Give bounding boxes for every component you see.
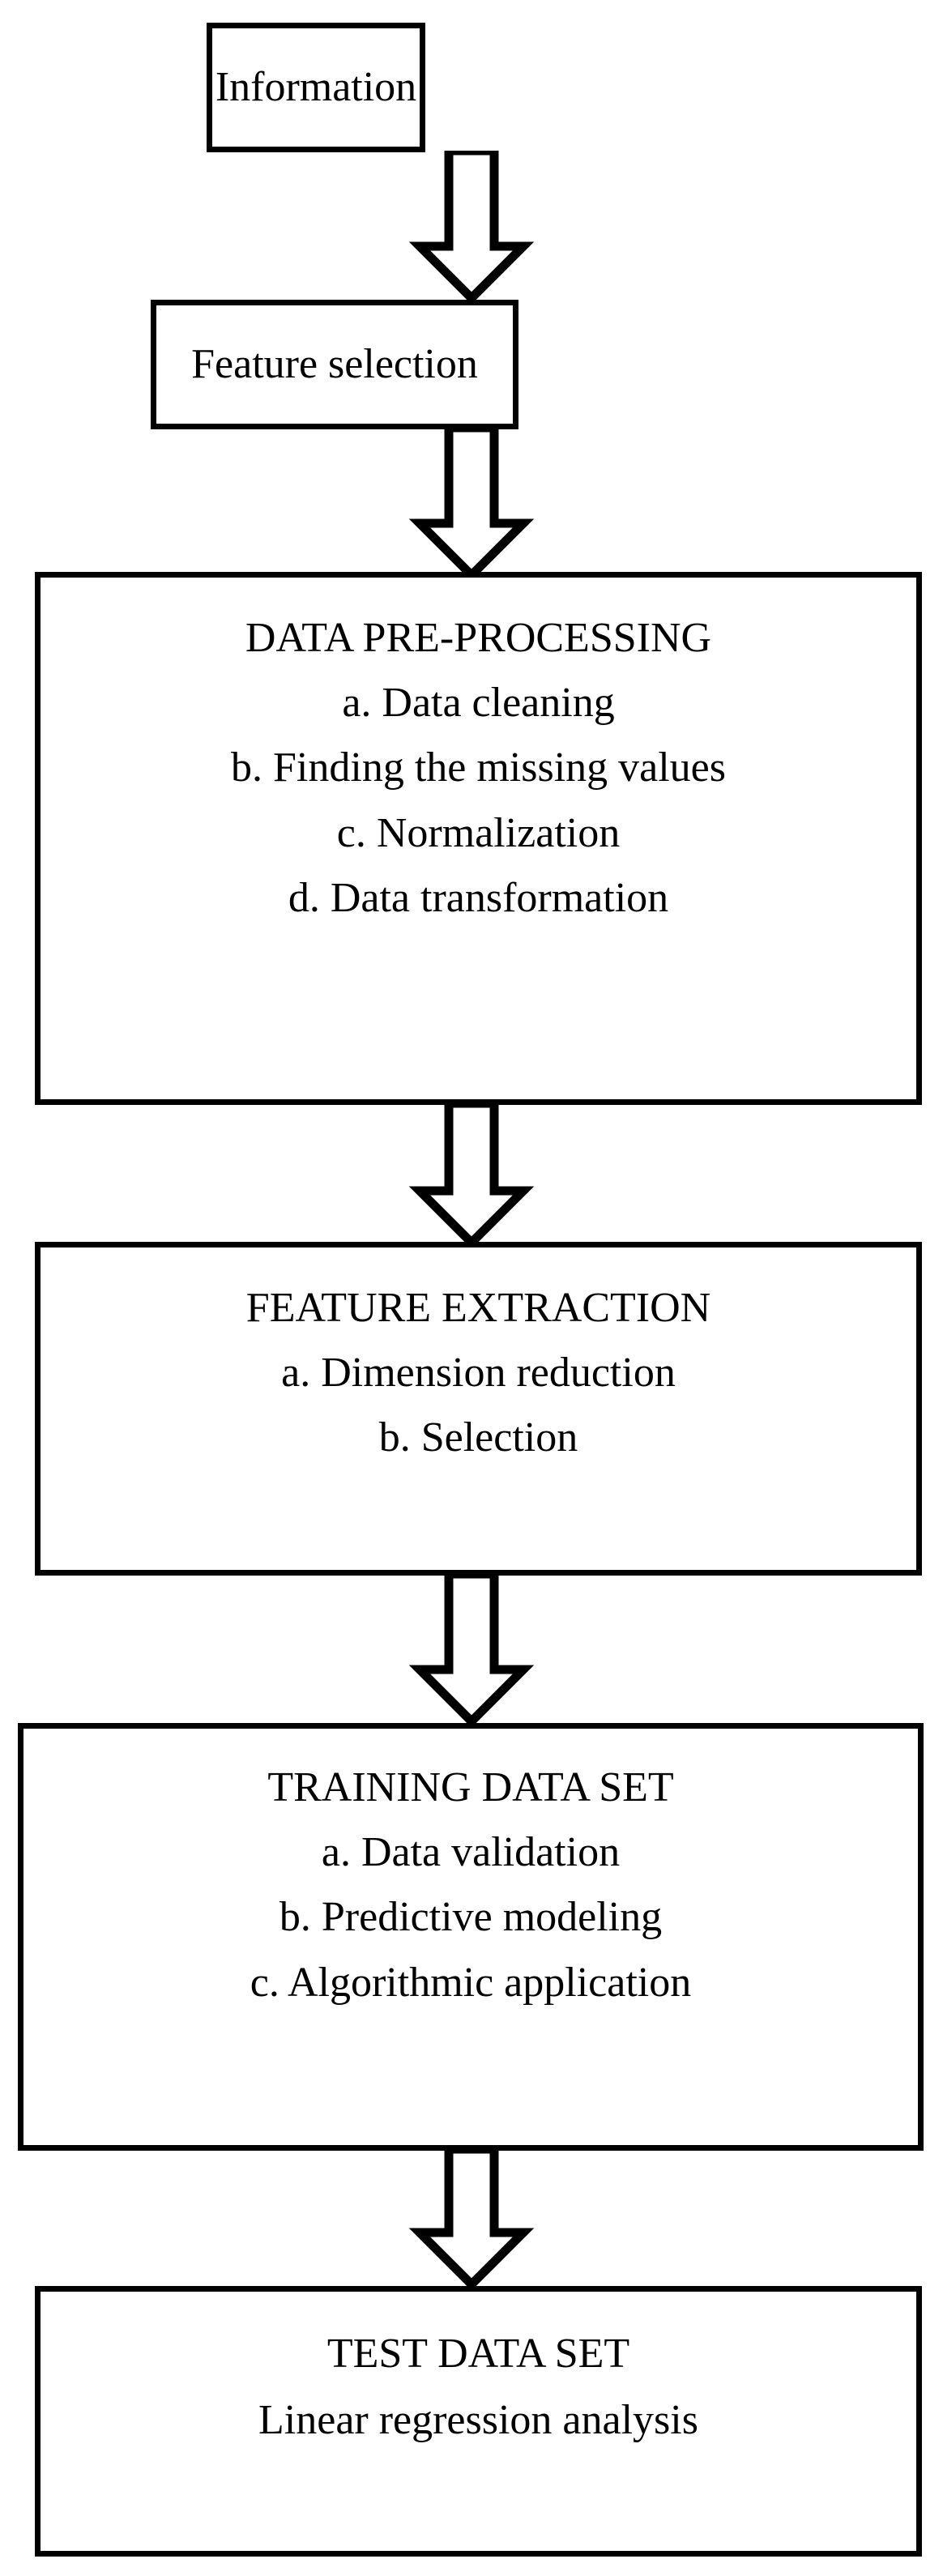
node-test-data-set-heading: TEST DATA SET xyxy=(326,2331,630,2377)
node-data-preprocessing-item-a: a. Data cleaning xyxy=(342,680,615,727)
node-training-data-set[interactable]: TRAINING DATA SET a. Data validation b. … xyxy=(18,1723,924,2151)
node-feature-selection[interactable]: Feature selection xyxy=(151,300,518,429)
node-feature-extraction-item-b: b. Selection xyxy=(378,1414,578,1461)
node-information-line-0: Information xyxy=(215,63,417,110)
node-training-data-set-heading: TRAINING DATA SET xyxy=(267,1764,674,1810)
node-data-preprocessing-item-b: b. Finding the missing values xyxy=(231,744,726,791)
node-information[interactable]: Information xyxy=(207,23,425,152)
node-data-preprocessing[interactable]: DATA PRE-PROCESSING a. Data cleaning b. … xyxy=(35,572,922,1105)
arrow-feature-extraction-to-training-data-set xyxy=(390,1574,553,1728)
node-data-preprocessing-heading: DATA PRE-PROCESSING xyxy=(245,615,712,661)
arrow-training-data-set-to-test-data-set xyxy=(390,2149,553,2291)
node-training-data-set-item-b: b. Predictive modeling xyxy=(279,1894,663,1941)
node-training-data-set-item-a: a. Data validation xyxy=(321,1829,621,1876)
node-test-data-set[interactable]: TEST DATA SET Linear regression analysis xyxy=(35,2286,922,2557)
node-test-data-set-item-0: Linear regression analysis xyxy=(258,2397,698,2444)
node-feature-extraction-item-a: a. Dimension reduction xyxy=(281,1350,676,1397)
node-feature-selection-line-0: Feature selection xyxy=(191,340,478,387)
arrow-data-preprocessing-to-feature-extraction xyxy=(390,1103,553,1249)
node-data-preprocessing-item-c: c. Normalization xyxy=(336,809,621,856)
node-training-data-set-item-c: c. Algorithmic application xyxy=(250,1959,692,2006)
node-feature-extraction[interactable]: FEATURE EXTRACTION a. Dimension reductio… xyxy=(35,1242,922,1576)
arrow-information-to-feature-selection xyxy=(390,151,553,305)
arrow-feature-selection-to-data-preprocessing xyxy=(390,428,553,582)
node-data-preprocessing-item-d: d. Data transformation xyxy=(288,874,669,921)
node-feature-extraction-heading: FEATURE EXTRACTION xyxy=(245,1285,711,1331)
